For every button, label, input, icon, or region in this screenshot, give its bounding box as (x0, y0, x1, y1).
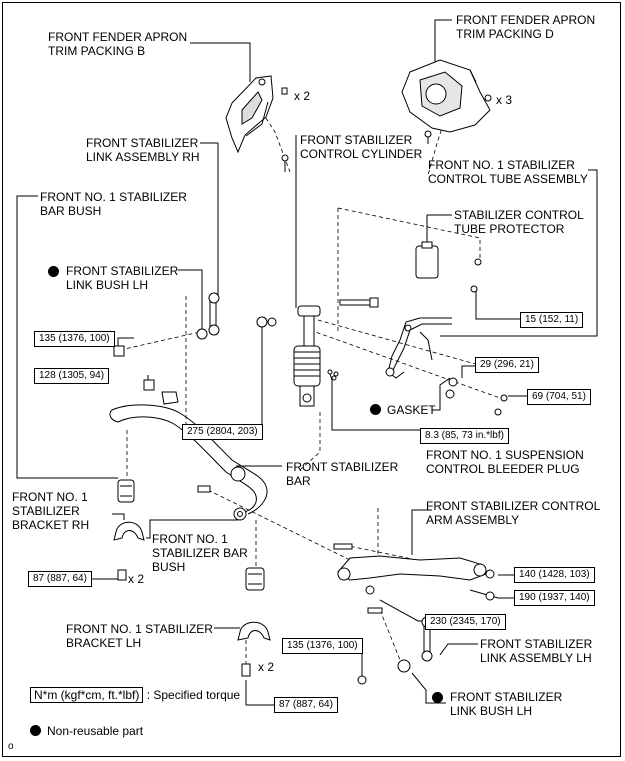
label-tube-protector: STABILIZER CONTROL TUBE PROTECTOR (454, 208, 584, 236)
label-bleeder-plug: FRONT NO. 1 SUSPENSION CONTROL BLEEDER P… (426, 448, 584, 476)
leader-bar-bush (16, 195, 118, 479)
nonreusable-dot-icon (30, 725, 41, 736)
leader-apron-b (190, 42, 251, 82)
torque-spec: 135 (1376, 100) (282, 638, 363, 654)
label-link-assembly-rh: FRONT STABILIZER LINK ASSEMBLY RH (86, 136, 200, 164)
nonreusable-dot-icon (48, 266, 59, 277)
guide-line (309, 329, 501, 399)
label-stabilizer-bar: FRONT STABILIZER BAR (286, 460, 399, 488)
qty-bracket-rh: x 2 (128, 572, 145, 586)
gasket-parts (327, 369, 508, 416)
leader-apron-d (434, 19, 452, 68)
leader-link-bush-bottom (411, 672, 446, 704)
qty-apron-b: x 2 (294, 89, 311, 103)
leader-link-lh (439, 643, 478, 656)
leader-tube-protector (426, 214, 452, 245)
bar-bush-lh (245, 567, 265, 591)
qty-bracket-lh: x 2 (258, 660, 275, 674)
figure-code: o (8, 741, 14, 752)
guide-line (299, 412, 321, 471)
legend-nonreusable-text: Non-reusable part (47, 724, 144, 738)
control-arm-assembly (333, 543, 495, 614)
control-cylinder (293, 305, 321, 407)
torque-spec: 8.3 (85, 73 in.*lbf) (420, 428, 509, 444)
stabilizer-bar (109, 391, 268, 521)
torque-spec: 87 (887, 64) (28, 571, 92, 587)
guide-line (207, 489, 351, 561)
tube-protector (415, 241, 482, 293)
label-control-cylinder: FRONT STABILIZER CONTROL CYLINDER (300, 133, 423, 161)
label-link-assembly-lh: FRONT STABILIZER LINK ASSEMBLY LH (480, 637, 593, 665)
leader-gasket (432, 377, 451, 411)
cylinder-bolt (256, 297, 379, 328)
torque-spec: 190 (1937, 140) (514, 590, 595, 606)
leader-link-rh (200, 142, 219, 296)
leader-t29 (461, 365, 475, 378)
label-bar-bush-2: FRONT NO. 1 STABILIZER BAR BUSH (152, 532, 248, 574)
stud-bolt (113, 345, 211, 493)
torque-spec: 29 (296, 21) (475, 357, 539, 373)
torque-spec: 135 (1376, 100) (34, 331, 115, 347)
torque-spec: 140 (1428, 103) (514, 567, 595, 583)
label-bracket-rh: FRONT NO. 1 STABILIZER BRACKET RH (12, 490, 90, 532)
legend-torque: N*m (kgf*cm, ft.*lbf) : Specified torque (30, 687, 241, 703)
nonreusable-dot-icon (370, 404, 381, 415)
guide-line (119, 331, 201, 351)
leader-bleeder (329, 373, 420, 431)
torque-spec: 275 (2804, 203) (182, 424, 263, 440)
stabilizer-link-rh (196, 292, 220, 340)
nonreusable-dot-icon (432, 692, 443, 703)
torque-spec: 230 (2345, 170) (425, 614, 506, 630)
torque-spec: 87 (887, 64) (274, 697, 338, 713)
link-bush-lh-top-text: FRONT STABILIZER LINK BUSH LH (66, 264, 179, 292)
apron-trim-packing-b (225, 75, 274, 154)
torque-spec: 128 (1305, 94) (34, 368, 110, 384)
label-control-arm: FRONT STABILIZER CONTROL ARM ASSEMBLY (426, 499, 601, 527)
leader-bar-bush-2 (146, 519, 238, 539)
guide-line (317, 319, 491, 369)
torque-spec: 15 (152, 11) (520, 312, 584, 328)
bar-bush-rh (117, 479, 135, 503)
bracket-rh (113, 521, 145, 581)
stabilizer-link-lh (357, 616, 433, 685)
torque-spec: 69 (704, 51) (527, 389, 591, 405)
legend-torque-text: : Specified torque (146, 688, 241, 702)
label-bracket-lh: FRONT NO. 1 STABILIZER BRACKET LH (66, 622, 213, 650)
label-gasket: GASKET (370, 403, 436, 417)
legend-torque-unit: N*m (kgf*cm, ft.*lbf) (30, 687, 144, 703)
screw-apron-d (424, 94, 492, 144)
leader-bracket-rh (112, 513, 125, 520)
leader-t275 (252, 322, 263, 433)
screw-apron-b (281, 87, 289, 172)
bracket-lh (237, 621, 271, 677)
legend-nonreusable: Non-reusable part (30, 724, 143, 738)
guide-line (337, 207, 481, 262)
link-bush-lh-bottom-text: FRONT STABILIZER LINK BUSH LH (450, 690, 563, 718)
leader-t87b (245, 680, 274, 706)
label-apron-trim-packing-d: FRONT FENDER APRON TRIM PACKING D (456, 13, 596, 41)
leader-link-bush-top (178, 269, 203, 332)
guide-line (379, 609, 401, 661)
leader-t15 (475, 290, 520, 320)
leader-control-arm (411, 509, 432, 555)
leader-tube-assembly (440, 169, 598, 337)
leader-t230 (379, 599, 425, 622)
label-bar-bush: FRONT NO. 1 STABILIZER BAR BUSH (40, 190, 187, 218)
gasket-text: GASKET (387, 403, 436, 417)
guide-line (261, 111, 291, 173)
qty-apron-d: x 3 (496, 93, 513, 107)
leader-t190 (469, 589, 514, 599)
control-tube-assembly (385, 317, 452, 379)
label-apron-trim-packing-b: FRONT FENDER APRON TRIM PACKING B (48, 30, 188, 58)
label-tube-assembly: FRONT NO. 1 STABILIZER CONTROL TUBE ASSE… (428, 158, 588, 186)
apron-trim-packing-d (401, 59, 491, 133)
guide-line (343, 544, 491, 576)
